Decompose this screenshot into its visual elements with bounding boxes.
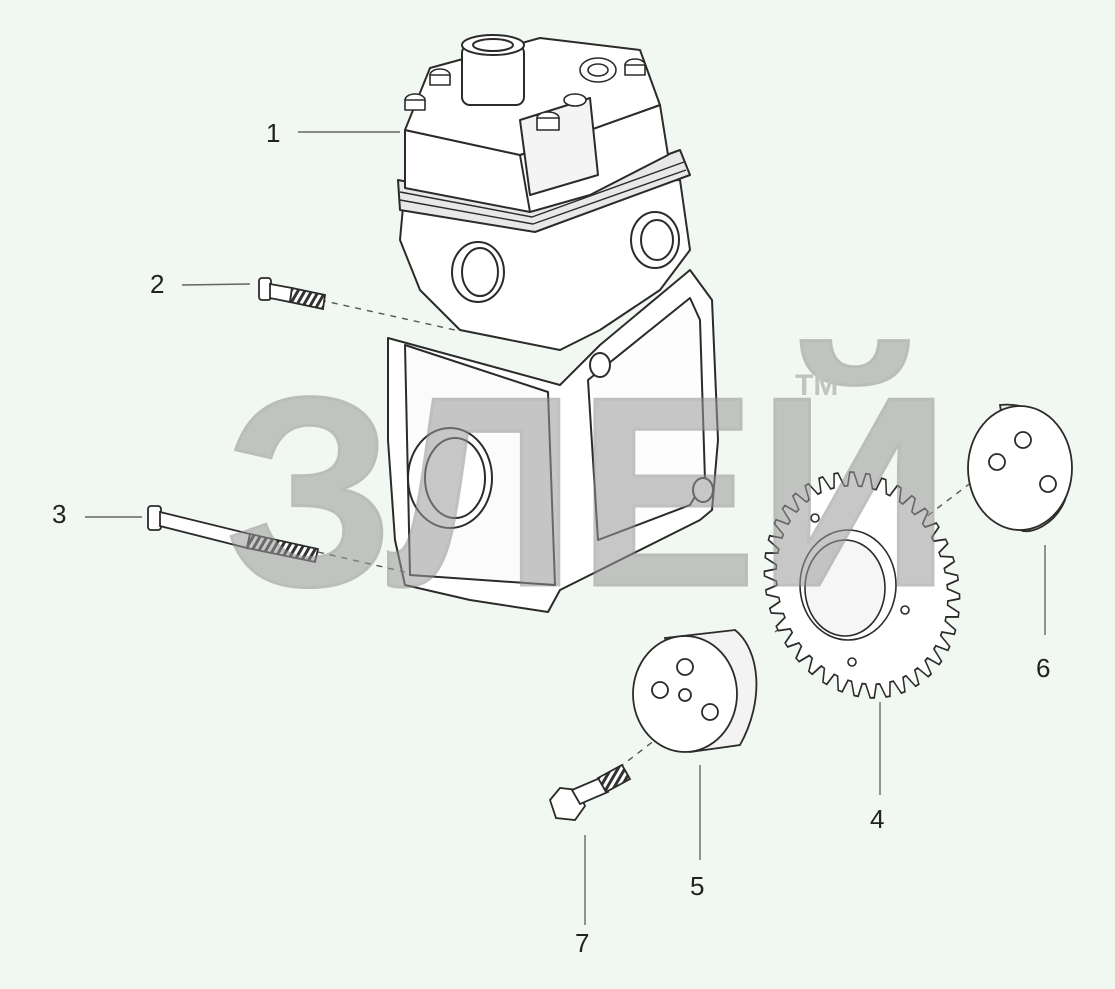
watermark-logo: ЗЛЕЙ TM [224,339,953,645]
compressor-body [387,34,719,613]
callout-5: 5 [690,871,704,901]
callout-3: 3 [52,499,66,529]
bolt-part-2 [258,277,327,311]
bolt-part-7 [548,763,632,821]
watermark-text: ЗЛЕЙ [225,340,951,643]
leader-lines [85,131,1046,925]
gear-part-4 [763,471,961,699]
callout-labels: 1 2 3 4 5 6 7 [52,118,1050,958]
plate-part-6 [967,403,1073,533]
leader-line-2 [181,283,251,286]
trademark-symbol: TM [795,369,838,402]
callout-2: 2 [150,269,164,299]
callout-7: 7 [575,928,589,958]
bolt-part-3 [147,505,320,564]
hub-part-5 [632,629,758,754]
callout-4: 4 [870,804,884,834]
callout-6: 6 [1036,653,1050,683]
callout-1: 1 [266,118,280,148]
